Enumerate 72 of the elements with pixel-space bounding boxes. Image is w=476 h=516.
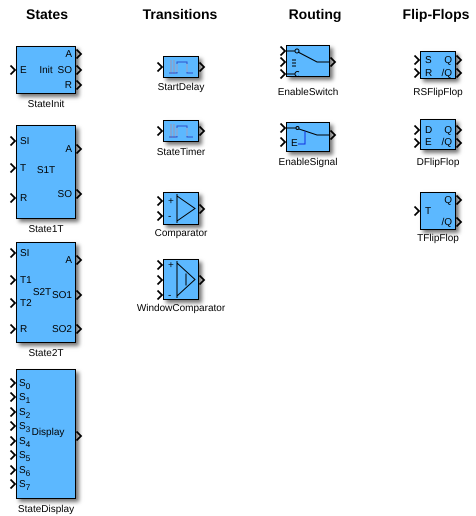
block bbox=[163, 259, 199, 300]
block-name: State2T bbox=[28, 348, 64, 359]
block-name: DFlipFlop bbox=[416, 157, 460, 168]
port-label: S$_{1}$ bbox=[19, 392, 30, 406]
port-label: SO bbox=[58, 189, 72, 200]
port-label: E bbox=[425, 137, 432, 148]
port-label: S$_{7}$ bbox=[19, 479, 30, 493]
port-label: S$_{0}$ bbox=[19, 378, 30, 392]
port-label: Q bbox=[444, 195, 452, 206]
port-label: /Q bbox=[441, 137, 452, 148]
block-label: S2T bbox=[32, 287, 52, 298]
block bbox=[420, 119, 456, 150]
port-label: R bbox=[425, 68, 432, 79]
block bbox=[16, 46, 76, 94]
port-label: Q bbox=[444, 125, 452, 136]
port-label: /Q bbox=[441, 217, 452, 228]
block-name: StateInit bbox=[28, 99, 64, 110]
block-name: StateDisplay bbox=[18, 504, 74, 515]
port-label: A bbox=[65, 49, 72, 60]
port-label: Q bbox=[444, 55, 452, 66]
block-name: TFlipFlop bbox=[417, 233, 459, 244]
block-label: Init bbox=[39, 65, 53, 76]
port-label: S$_{3}$ bbox=[19, 421, 30, 435]
block-name: EnableSwitch bbox=[278, 87, 338, 98]
port-label: R bbox=[20, 193, 28, 204]
block bbox=[16, 125, 76, 219]
block bbox=[16, 242, 76, 343]
port-label: T bbox=[425, 206, 432, 217]
port-label: + bbox=[168, 260, 174, 271]
port-label: SO1 bbox=[52, 290, 72, 301]
port-label: SI bbox=[20, 136, 30, 147]
block-name: EnableSignal bbox=[278, 157, 338, 168]
block bbox=[420, 51, 456, 79]
port-label: D bbox=[425, 125, 432, 136]
port-label: S$_{4}$ bbox=[19, 436, 30, 450]
port-label: S$_{6}$ bbox=[19, 465, 30, 479]
block bbox=[163, 192, 199, 225]
port-label: SO2 bbox=[52, 324, 72, 335]
block bbox=[420, 192, 456, 230]
block-name: RSFlipFlop bbox=[413, 87, 463, 98]
port-label: - bbox=[168, 211, 172, 222]
port-label: S$_{5}$ bbox=[19, 450, 30, 464]
block bbox=[163, 56, 199, 78]
port-label: /Q bbox=[441, 68, 452, 79]
port-label: R bbox=[64, 80, 72, 91]
port-label: + bbox=[168, 196, 174, 207]
block-label: S1T bbox=[36, 165, 56, 176]
port-label: SO bbox=[58, 65, 72, 76]
port-label: T1 bbox=[20, 275, 32, 286]
column-heading: States bbox=[26, 6, 68, 22]
column-heading: Routing bbox=[288, 6, 342, 22]
column-heading: Flip-Flops bbox=[402, 6, 470, 22]
port-label: S$_{2}$ bbox=[19, 407, 30, 421]
block-name: State1T bbox=[28, 224, 64, 235]
port-label: T bbox=[20, 163, 26, 174]
block-name: WindowComparator bbox=[136, 303, 226, 314]
block-name: StateTimer bbox=[156, 147, 206, 158]
block-name: StartDelay bbox=[158, 82, 204, 93]
block bbox=[16, 369, 76, 499]
port-label: A bbox=[65, 255, 72, 266]
port-label: E bbox=[291, 138, 298, 149]
port-label: A bbox=[65, 144, 72, 155]
port-label: SI bbox=[20, 248, 30, 259]
port-label: S bbox=[425, 55, 432, 66]
port-label: E bbox=[20, 65, 27, 76]
port-label: - bbox=[168, 290, 172, 301]
port-label: T2 bbox=[20, 298, 32, 309]
block-name: Comparator bbox=[154, 228, 208, 239]
block-label: Display bbox=[32, 427, 64, 438]
column-heading: Transitions bbox=[142, 6, 218, 22]
port-label: R bbox=[20, 324, 28, 335]
block bbox=[163, 120, 199, 142]
